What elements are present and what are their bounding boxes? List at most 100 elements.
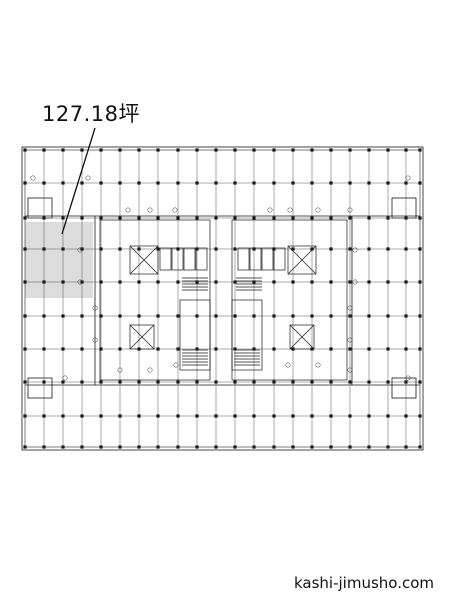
fixture-mark [352,247,358,253]
column [291,314,295,318]
column [118,380,122,384]
column [156,247,160,251]
fixture-mark [125,207,131,213]
column [137,445,141,449]
column [329,314,333,318]
leader-line [61,127,96,235]
column [348,347,352,351]
column [99,380,103,384]
column [272,280,276,284]
column [233,216,237,220]
shaft-x [289,324,315,350]
column [23,445,27,449]
column [418,216,422,220]
column [291,280,295,284]
column [310,181,314,185]
column [367,445,371,449]
column [80,181,84,185]
column [42,216,46,220]
column [176,216,180,220]
column [80,445,84,449]
column [348,280,352,284]
column [99,414,103,418]
column [252,280,256,284]
column [272,380,276,384]
column [272,148,276,152]
column [367,148,371,152]
column [386,148,390,152]
column [386,445,390,449]
column [214,347,218,351]
column [99,181,103,185]
column [214,148,218,152]
leased-area-highlight [25,222,93,298]
fixture-mark [117,367,123,373]
shaft-x [129,324,155,350]
column [329,347,333,351]
column [176,314,180,318]
column [233,280,237,284]
column [233,380,237,384]
column [214,414,218,418]
column [195,414,199,418]
column [252,314,256,318]
column [252,148,256,152]
column [404,280,408,284]
column [80,148,84,152]
column [233,148,237,152]
column [233,445,237,449]
column [272,216,276,220]
column [156,445,160,449]
fixture-mark [77,279,83,285]
corner-room [27,377,53,399]
column [310,445,314,449]
corner-room [391,197,417,219]
column [310,314,314,318]
column [386,280,390,284]
column [404,445,408,449]
column [291,181,295,185]
column [367,380,371,384]
column [310,280,314,284]
column [386,181,390,185]
fixture-mark [315,207,321,213]
column [23,148,27,152]
column [386,380,390,384]
column [310,414,314,418]
fixture-mark [30,175,36,181]
column [386,314,390,318]
column [118,181,122,185]
area-label: 127.18坪 [42,102,140,126]
column [310,380,314,384]
column [99,280,103,284]
column [214,216,218,220]
column [348,181,352,185]
column [42,380,46,384]
column [418,148,422,152]
column [418,280,422,284]
column [291,414,295,418]
column [156,181,160,185]
column [233,347,237,351]
column [404,247,408,251]
column [80,380,84,384]
column [42,347,46,351]
column [42,414,46,418]
elevator [273,247,286,271]
column [272,314,276,318]
column [252,414,256,418]
column [137,247,141,251]
column [272,347,276,351]
column [418,247,422,251]
column [214,181,218,185]
corner-room [27,197,53,219]
column [176,280,180,284]
column [118,347,122,351]
column [118,414,122,418]
service-room [231,299,263,371]
column [214,314,218,318]
fixture-mark [77,247,83,253]
column [233,247,237,251]
column [61,380,65,384]
